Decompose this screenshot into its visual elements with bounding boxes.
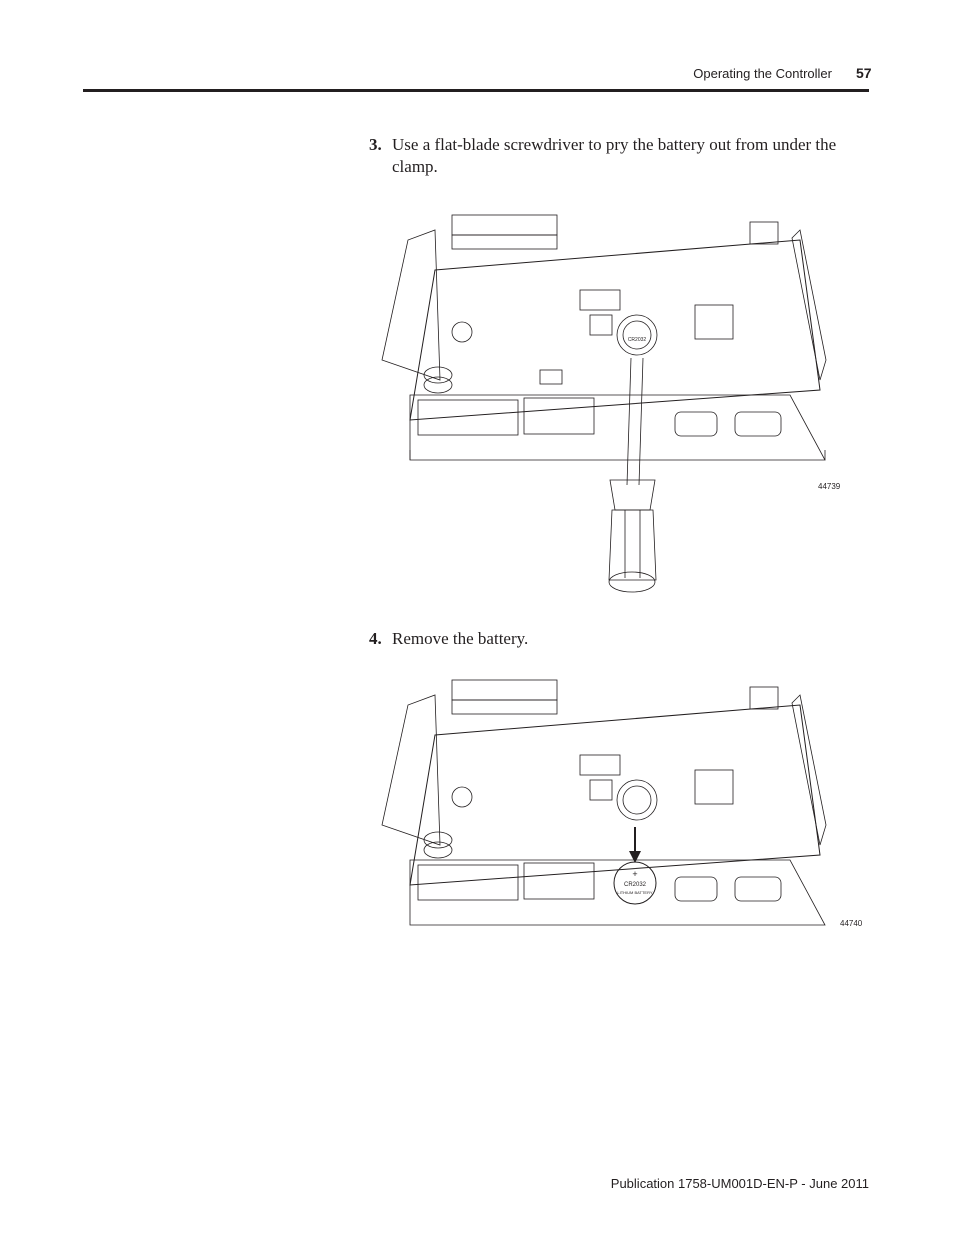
db9-connector-1 [674, 876, 718, 902]
processor-chip [694, 304, 734, 340]
battery-sublabel: LITHIUM BATTERY [617, 890, 653, 895]
terminal-block-left [417, 864, 519, 901]
step-number: 3. [369, 135, 382, 154]
battery-holder [616, 779, 658, 821]
page-number: 57 [856, 65, 872, 81]
screwdriver-handle [608, 509, 657, 581]
board-base [409, 859, 826, 926]
figure-id: 44739 [818, 482, 841, 491]
screwdriver-collar [609, 479, 656, 511]
processor-chip [694, 769, 734, 805]
battery-sign: + [632, 869, 637, 879]
battery-holder [616, 314, 658, 356]
rj45-jack [749, 686, 779, 710]
inductor [451, 786, 473, 808]
controller-board-illustration: + CR2032 LITHIUM BATTERY [381, 679, 827, 926]
step-4: 4. Remove the battery. [369, 628, 669, 650]
terminal-block-middle [523, 862, 595, 900]
header-rule [83, 89, 869, 92]
right-bracket [791, 229, 827, 381]
rj45-jack [749, 221, 779, 245]
step-number: 4. [369, 629, 382, 648]
screwdriver-shaft [626, 357, 632, 486]
ic-chip-1 [579, 754, 621, 776]
terminal-block-top [451, 214, 558, 236]
db9-connector-1 [674, 411, 718, 437]
step-text-line1: Use a flat-blade screwdriver to pry the … [392, 135, 837, 154]
figure-remove-battery: + CR2032 LITHIUM BATTERY 44740 [380, 675, 863, 935]
footer-publication: Publication 1758-UM001D-EN-P - June 2011 [610, 1176, 869, 1191]
step-text-line1: Remove the battery. [392, 629, 529, 648]
section-title: Operating the Controller [693, 66, 832, 81]
controller-board-illustration: CR2032 [381, 214, 827, 593]
page-header: Operating the Controller 57 [0, 0, 954, 100]
left-bracket [381, 694, 441, 846]
circuit-board [409, 239, 821, 421]
figure-pry-battery: CR2032 44739 [380, 210, 840, 610]
db9-connector-2 [734, 876, 782, 902]
ic-chip-1 [579, 289, 621, 311]
left-bracket [381, 229, 441, 381]
step-text-line2: clamp. [392, 157, 438, 176]
battery-label: CR2032 [624, 882, 647, 888]
figure-id: 44740 [840, 919, 863, 928]
inductor [451, 321, 473, 343]
ic-chip-2 [589, 314, 613, 336]
db9-connector-2 [734, 411, 782, 437]
battery-label: CR2032 [628, 337, 647, 343]
ic-chip-2 [589, 779, 613, 801]
right-bracket [791, 694, 827, 846]
terminal-block-top [451, 679, 558, 701]
terminal-block-middle [523, 397, 595, 435]
step-3: 3. Use a flat-blade screwdriver to pry t… [369, 134, 839, 180]
circuit-board [409, 704, 821, 886]
terminal-block-left [417, 399, 519, 436]
